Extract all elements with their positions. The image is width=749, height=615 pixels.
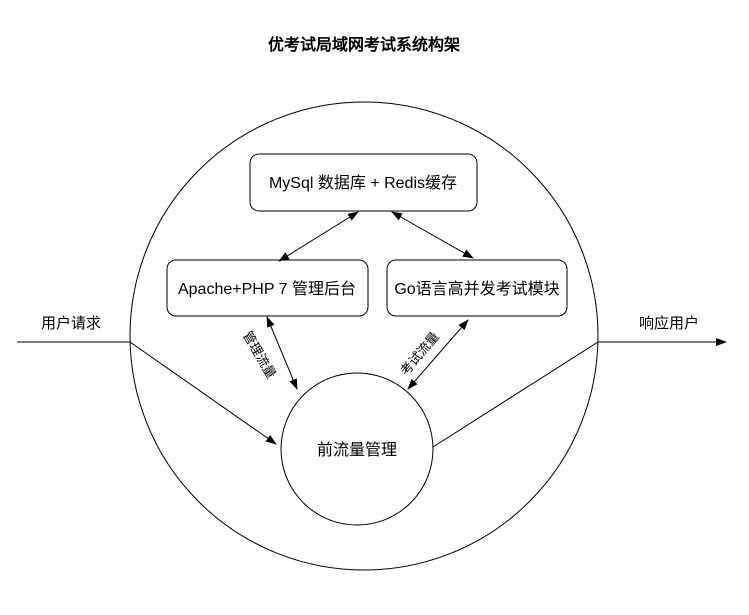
user-response-label: 响应用户 <box>639 314 699 332</box>
system-boundary-circle <box>129 101 599 571</box>
admin-backend-node <box>166 259 369 317</box>
traffic-gateway-node <box>280 372 434 526</box>
user-request-arrow <box>17 341 277 445</box>
user-request-label: 用户请求 <box>41 315 101 332</box>
user-response-arrow <box>432 338 727 448</box>
database-admin-arrow <box>278 211 359 262</box>
database-label: MySql 数据库 + Redis缓存 <box>269 174 457 192</box>
diagram-title: 优考试局域网考试系统构架 <box>268 35 460 54</box>
admin-gateway-arrow <box>266 316 298 390</box>
database-exam-arrow <box>391 211 474 259</box>
admin-backend-label: Apache+PHP 7 管理后台 <box>178 280 356 298</box>
exam-module-node <box>386 259 568 317</box>
exam-gateway-arrow <box>407 319 469 390</box>
exam-module-label: Go语言高并发考试模块 <box>394 280 559 298</box>
traffic-gateway-label: 前流量管理 <box>317 441 397 459</box>
database-node <box>249 153 478 212</box>
